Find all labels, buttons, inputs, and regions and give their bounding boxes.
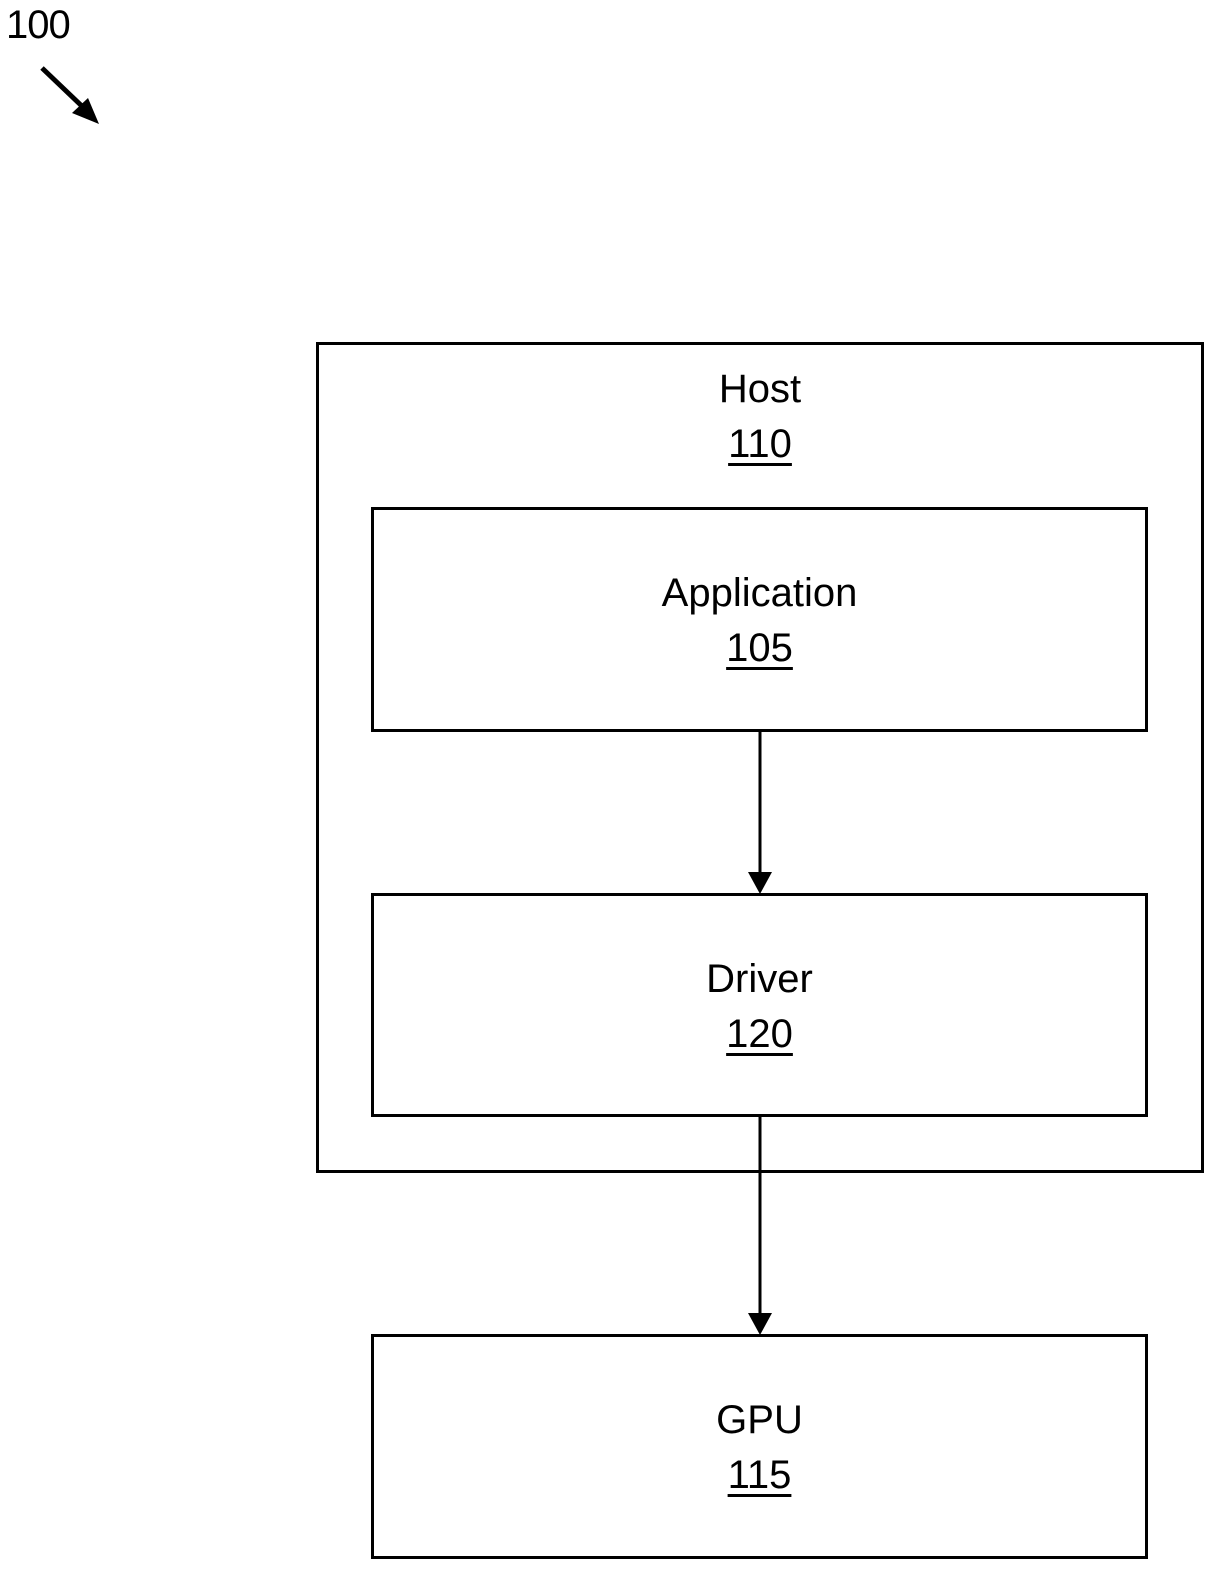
figure-pointer-shaft <box>42 68 86 110</box>
application-label: Application <box>374 570 1145 616</box>
figure-pointer-head <box>72 98 99 124</box>
figure-pointer-arrow <box>42 68 99 124</box>
host-ref-number: 110 <box>728 422 792 466</box>
application-block: Application 105 <box>371 507 1148 732</box>
arrow-driver-to-gpu-head <box>748 1313 772 1335</box>
driver-ref-wrapper: 120 <box>374 1011 1145 1057</box>
host-ref-wrapper: 110 <box>319 421 1201 467</box>
gpu-block: GPU 115 <box>371 1334 1148 1559</box>
driver-block: Driver 120 <box>371 893 1148 1117</box>
driver-ref-number: 120 <box>726 1012 793 1056</box>
driver-label: Driver <box>374 956 1145 1002</box>
application-ref-wrapper: 105 <box>374 625 1145 671</box>
application-ref-number: 105 <box>726 626 793 670</box>
gpu-ref-number: 115 <box>728 1453 792 1497</box>
host-label: Host <box>319 366 1201 412</box>
gpu-label: GPU <box>374 1397 1145 1443</box>
figure-reference-number: 100 <box>6 2 70 48</box>
gpu-ref-wrapper: 115 <box>374 1452 1145 1498</box>
